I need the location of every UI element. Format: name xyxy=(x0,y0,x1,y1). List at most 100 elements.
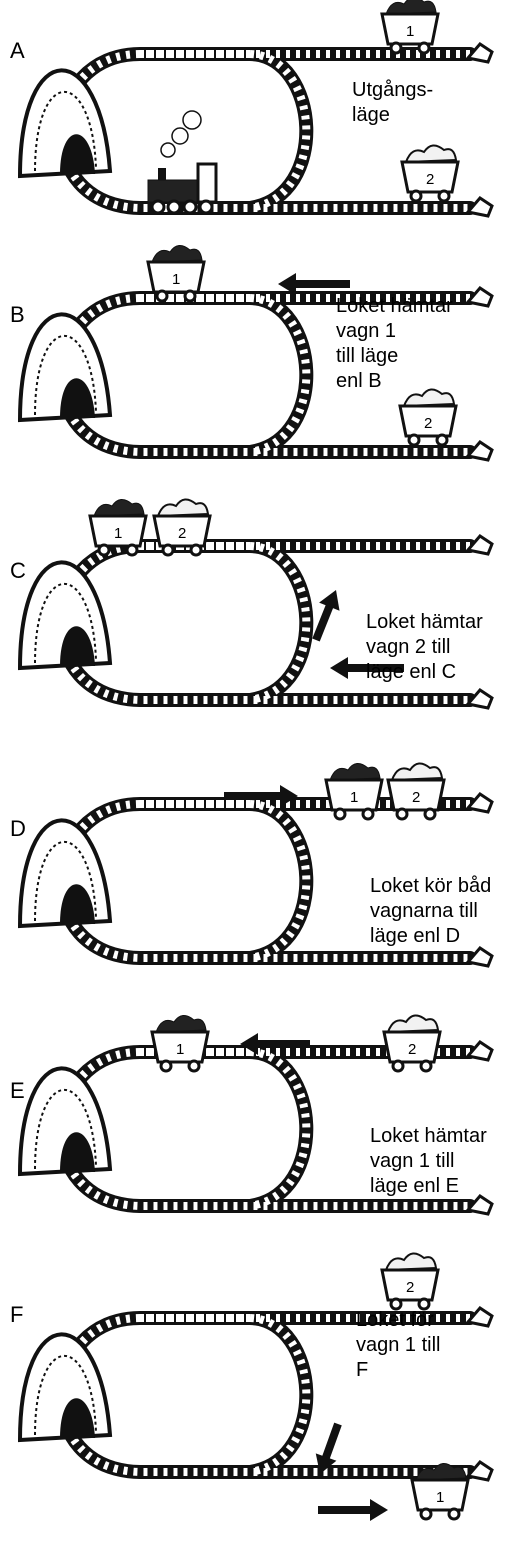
buffer-stop xyxy=(468,948,492,966)
buffer-stop-frame xyxy=(468,1042,492,1060)
buffer-stop xyxy=(468,536,492,554)
wagon-wheel xyxy=(127,545,137,555)
wagon-wheel xyxy=(397,809,407,819)
wagon-number: 2 xyxy=(406,1279,414,1296)
wagon-wheel xyxy=(163,545,173,555)
buffer-stop xyxy=(468,794,492,812)
buffer-stop-frame xyxy=(468,690,492,708)
panel-caption: Loket hämtar vagn 1 till läge enl B xyxy=(336,294,453,394)
tunnel xyxy=(20,70,110,176)
wagon: 1 xyxy=(148,245,204,301)
wagon: 1 xyxy=(412,1463,468,1519)
buffer-stop-frame xyxy=(468,1462,492,1480)
wagon-wheel xyxy=(421,1509,431,1519)
buffer-stop xyxy=(468,1308,492,1326)
panel-caption: Loket hämtar vagn 1 till läge enl E xyxy=(370,1124,487,1199)
wagon-wheel xyxy=(393,1061,403,1071)
wagon-wheel xyxy=(411,191,421,201)
tunnel xyxy=(20,1068,110,1174)
wagon: 2 xyxy=(382,1253,438,1309)
panel-letter: B xyxy=(10,302,25,328)
smoke-puff xyxy=(172,128,188,144)
panel-e: 1 2 E Loket hämtar vagn 1 till läge enl E xyxy=(0,1000,517,1260)
wagon: 1 xyxy=(326,763,382,819)
buffer-stop-frame xyxy=(468,948,492,966)
wagon-number: 1 xyxy=(436,1489,444,1506)
arrow-shaft xyxy=(294,280,350,288)
arrow-head xyxy=(319,586,346,611)
arrow-shaft xyxy=(224,792,282,800)
panel-b: 1 2 B Loket hämtar vagn 1 till läge enl B xyxy=(0,240,517,490)
arrow-shaft xyxy=(256,1040,310,1048)
wagon-wheel xyxy=(157,291,167,301)
wagon-load xyxy=(406,145,456,162)
wagon-wheel xyxy=(335,809,345,819)
wagon-number: 1 xyxy=(350,789,358,806)
panel-caption: Loket för vagn 1 till F xyxy=(356,1308,441,1383)
wagon-wheel xyxy=(185,291,195,301)
panel-c: 12 C Loket hämtar vagn 2 till läge enl C xyxy=(0,490,517,750)
locomotive xyxy=(148,111,216,213)
wagon: 1 xyxy=(152,1015,208,1071)
wagon-wheel xyxy=(437,435,447,445)
buffer-stop xyxy=(468,198,492,216)
panel-letter: E xyxy=(10,1078,25,1104)
buffer-stop-frame xyxy=(468,442,492,460)
wagon-load xyxy=(152,245,202,262)
wagon-number: 2 xyxy=(426,171,434,188)
wagon: 2 xyxy=(388,763,444,819)
wagon-number: 1 xyxy=(172,271,180,288)
buffer-stop-frame xyxy=(468,1308,492,1326)
buffer-stop xyxy=(468,690,492,708)
locomotive-cab xyxy=(198,164,216,202)
arrow-shaft xyxy=(322,1423,342,1461)
arrow-head xyxy=(370,1499,388,1521)
tunnel xyxy=(20,562,110,668)
buffer-stop-frame xyxy=(468,198,492,216)
locomotive-wheel xyxy=(184,201,196,213)
panel-caption: Utgångs- läge xyxy=(352,78,433,128)
arrow-shaft xyxy=(312,603,333,641)
arrow-head xyxy=(330,657,348,679)
locomotive-wheel xyxy=(168,201,180,213)
buffer-stop-frame xyxy=(468,536,492,554)
buffer-stop xyxy=(468,1042,492,1060)
wagon-number: 2 xyxy=(424,415,432,432)
scene: 12 xyxy=(0,0,517,240)
wagon: 2 xyxy=(400,389,456,445)
wagon-wheel xyxy=(363,809,373,819)
wagon: 1 xyxy=(382,0,438,53)
wagon-number: 2 xyxy=(412,789,420,806)
tunnel xyxy=(20,314,110,420)
buffer-stop xyxy=(468,442,492,460)
wagon-wheel xyxy=(409,435,419,445)
wagon-load xyxy=(330,763,380,780)
buffer-stop-frame xyxy=(468,794,492,812)
wagon-load xyxy=(94,499,144,516)
wagon-number: 1 xyxy=(406,23,414,40)
wagon-wheel xyxy=(391,43,401,53)
panel-caption: Loket hämtar vagn 2 till läge enl C xyxy=(366,610,483,685)
wagon-wheel xyxy=(449,1509,459,1519)
locomotive-chimney xyxy=(158,168,166,180)
smoke-puff xyxy=(161,143,175,157)
panel-d: 12 D Loket kör båd vagnarna till läge en… xyxy=(0,750,517,1000)
wagon-load xyxy=(156,1015,206,1032)
wagon-wheel xyxy=(421,1061,431,1071)
tunnel xyxy=(20,820,110,926)
locomotive-wheel xyxy=(152,201,164,213)
smoke-puff xyxy=(183,111,201,129)
wagon-number: 1 xyxy=(114,525,122,542)
direction-arrow xyxy=(318,1499,388,1521)
locomotive-boiler xyxy=(148,180,198,202)
wagon-wheel xyxy=(419,43,429,53)
wagon-wheel xyxy=(99,545,109,555)
panel-letter: C xyxy=(10,558,26,584)
wagon-wheel xyxy=(191,545,201,555)
wagon: 2 xyxy=(384,1015,440,1071)
buffer-stop xyxy=(468,44,492,62)
scene: 21 xyxy=(0,1260,517,1546)
tunnel xyxy=(20,1334,110,1440)
panel-caption: Loket kör båd vagnarna till läge enl D xyxy=(370,874,491,949)
